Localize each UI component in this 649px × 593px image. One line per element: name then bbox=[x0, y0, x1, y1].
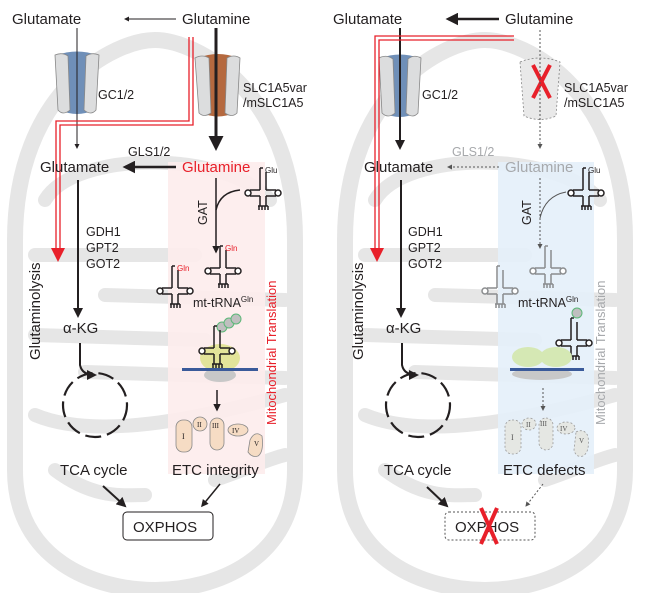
complex-ii: II bbox=[197, 421, 202, 429]
top-glutamine-label-right: Glutamine bbox=[505, 11, 573, 28]
glu-tag-right: Glu bbox=[588, 166, 600, 175]
slc-label-1: SLC1A5var bbox=[243, 81, 307, 95]
glutaminolysis-label-right: Glutaminolysis bbox=[350, 262, 367, 360]
tca-cycle-icon bbox=[61, 343, 129, 439]
enzyme-got2-right: GOT2 bbox=[408, 257, 442, 271]
complex-v: V bbox=[254, 440, 259, 448]
tca-label: TCA cycle bbox=[60, 462, 128, 479]
oxphos-blocked-x-icon bbox=[479, 507, 499, 545]
inner-glutamate-label: Glutamate bbox=[40, 159, 109, 176]
arrow-etc-to-oxphos-right bbox=[525, 483, 544, 507]
slc-label-2: /mSLC1A5 bbox=[243, 96, 303, 110]
akg-label: α-KG bbox=[63, 320, 98, 337]
single-aa-icon bbox=[571, 307, 583, 319]
complex-iv-right: IV bbox=[560, 425, 567, 433]
complex-ii-right: II bbox=[526, 421, 531, 429]
red-arrowhead bbox=[51, 248, 65, 262]
etc-label: ETC integrity bbox=[172, 462, 259, 479]
etc-complexes-icon bbox=[175, 416, 263, 457]
gat-label: GAT bbox=[196, 200, 210, 225]
gc-label: GC1/2 bbox=[98, 88, 134, 102]
slc-transporter-blocked-icon bbox=[519, 57, 561, 120]
enzyme-gpt2: GPT2 bbox=[86, 241, 119, 255]
red-path-inner-right bbox=[378, 39, 514, 255]
oxphos-label: OXPHOS bbox=[133, 519, 197, 536]
gln-tag-2: Gln bbox=[177, 264, 189, 273]
gls-label: GLS1/2 bbox=[128, 145, 170, 159]
left-panel: Glutamate Glutamine GC1/2 SLC1A5var /mSL… bbox=[12, 11, 307, 590]
complex-v-right: V bbox=[579, 437, 584, 445]
gat-label-right: GAT bbox=[520, 200, 534, 225]
complex-iii: III bbox=[212, 422, 220, 430]
stalled-ribosomes-icon bbox=[510, 347, 584, 380]
gat-curve-right bbox=[539, 191, 567, 219]
mt-trna-label: mt-tRNAGln bbox=[193, 295, 253, 310]
red-path-outer-right bbox=[374, 35, 514, 255]
arrow-tca-to-oxphos-right bbox=[426, 486, 449, 508]
mt-trna-label-right: mt-tRNAGln bbox=[518, 295, 578, 310]
etc-defects-icon bbox=[504, 417, 589, 457]
enzyme-gdh1: GDH1 bbox=[86, 225, 121, 239]
complex-i: I bbox=[182, 432, 185, 441]
top-glutamate-label: Glutamate bbox=[12, 11, 81, 28]
top-glutamine-label: Glutamine bbox=[182, 11, 250, 28]
arrow-tca-to-oxphos bbox=[102, 485, 127, 508]
slc-transporter-icon bbox=[194, 54, 241, 117]
slc-label-1-right: SLC1A5var bbox=[564, 81, 628, 95]
inner-glutamate-label-right: Glutamate bbox=[364, 159, 433, 176]
tca-label-right: TCA cycle bbox=[384, 462, 452, 479]
gat-curve bbox=[215, 189, 241, 211]
top-glutamate-label-right: Glutamate bbox=[333, 11, 402, 28]
etc-label-right: ETC defects bbox=[503, 462, 586, 479]
gls-label-right: GLS1/2 bbox=[452, 145, 494, 159]
complex-iii-right: III bbox=[540, 420, 548, 428]
enzyme-gpt2-right: GPT2 bbox=[408, 241, 441, 255]
akg-label-right: α-KG bbox=[386, 320, 421, 337]
tca-cycle-icon-right bbox=[384, 343, 452, 439]
gln-tag-1: Gln bbox=[225, 244, 237, 253]
red-path-inner bbox=[59, 37, 194, 255]
glu-tag: Glu bbox=[265, 166, 277, 175]
red-path-outer bbox=[55, 37, 190, 255]
inner-glutamine-label-right: Glutamine bbox=[505, 159, 573, 176]
oxphos-box bbox=[122, 511, 214, 541]
gc-transporter-icon-right bbox=[378, 54, 422, 117]
inner-glutamine-label: Glutamine bbox=[182, 159, 250, 176]
glutaminolysis-label: Glutaminolysis bbox=[27, 262, 44, 360]
right-panel: Glutamate Glutamine GC1/2 SLC1A5var /mSL… bbox=[333, 11, 628, 590]
enzyme-gdh1-right: GDH1 bbox=[408, 225, 443, 239]
arrow-etc-to-oxphos bbox=[201, 483, 221, 508]
complex-iv: IV bbox=[232, 427, 239, 435]
enzyme-got2: GOT2 bbox=[86, 257, 120, 271]
mito-translation-label: Mitochondrial Translation bbox=[264, 280, 279, 425]
complex-i-right: I bbox=[511, 433, 514, 442]
gc-label-right: GC1/2 bbox=[422, 88, 458, 102]
slc-label-2-right: /mSLC1A5 bbox=[564, 96, 624, 110]
red-arrowhead-right bbox=[370, 248, 384, 262]
mito-translation-label-right: Mitochondrial Translation bbox=[593, 280, 608, 425]
